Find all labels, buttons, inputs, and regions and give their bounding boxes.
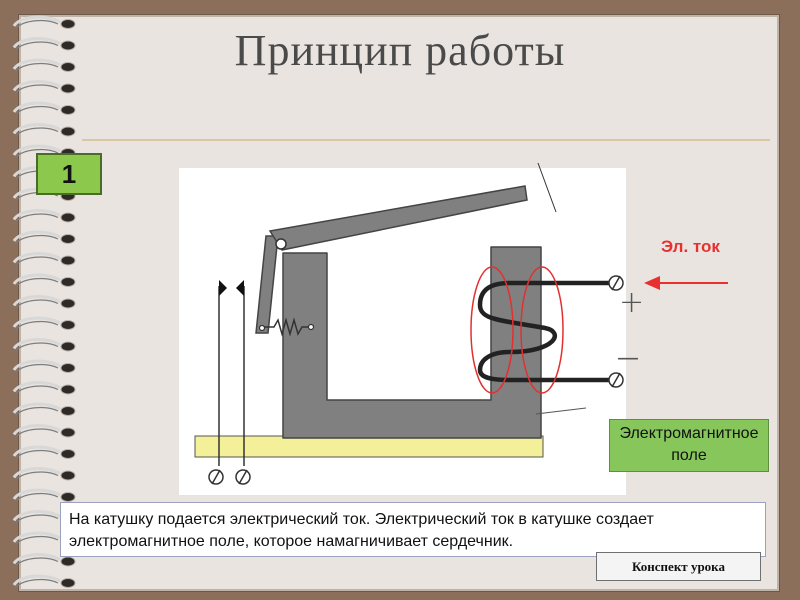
current-label: Эл. ток (661, 237, 720, 256)
binding-ring (12, 15, 76, 29)
binding-ring (12, 488, 76, 502)
plus-sign: + (619, 285, 644, 320)
binding-ring (12, 424, 76, 438)
spring-hook (258, 324, 266, 332)
binding-ring (12, 574, 76, 588)
binding-ring (12, 381, 76, 395)
binding-ring (12, 338, 76, 352)
binding-ring (12, 230, 76, 244)
minus-sign: — (617, 346, 639, 371)
contact-terminal-right-slash (238, 469, 248, 485)
contact-terminal-left-slash (211, 469, 221, 485)
binding-ring (12, 295, 76, 309)
base-plate (194, 435, 544, 458)
spring-anchor (307, 323, 315, 331)
binding-ring (12, 252, 76, 266)
armature-pivot (275, 238, 287, 250)
binding-ring (12, 402, 76, 416)
binding-ring (12, 273, 76, 287)
coil-terminal-top-slash (611, 275, 621, 291)
field-label-box: Электромагнитное поле (609, 419, 769, 472)
relay-core (282, 246, 542, 439)
page-title: Принцип работы (234, 26, 566, 75)
field-ellipse-left (470, 266, 514, 394)
title-divider (82, 139, 770, 141)
binding-ring (12, 37, 76, 51)
binding-ring (12, 445, 76, 459)
current-arrow-head (644, 276, 660, 290)
binding-ring (12, 80, 76, 94)
explanation-caption: На катушку подается электрический ток. Э… (60, 502, 766, 557)
binding-ring (12, 467, 76, 481)
binding-ring (12, 58, 76, 72)
coil-winding (477, 280, 615, 383)
binding-ring (12, 359, 76, 373)
pointer-line-top (537, 162, 557, 213)
pointer-line-core (535, 407, 587, 415)
lesson-notes-button[interactable]: Конспект урока (596, 552, 761, 581)
contact-tip-left (219, 280, 227, 296)
field-ellipse-right (520, 266, 564, 394)
slide-number-badge: 1 (36, 153, 102, 195)
binding-ring (12, 316, 76, 330)
contact-tip-right (236, 280, 244, 296)
binding-ring (12, 101, 76, 115)
binding-ring (12, 123, 76, 137)
binding-ring (12, 209, 76, 223)
coil-terminal-bottom-slash (611, 372, 621, 388)
binding-ring (12, 553, 76, 567)
return-spring (264, 317, 310, 337)
